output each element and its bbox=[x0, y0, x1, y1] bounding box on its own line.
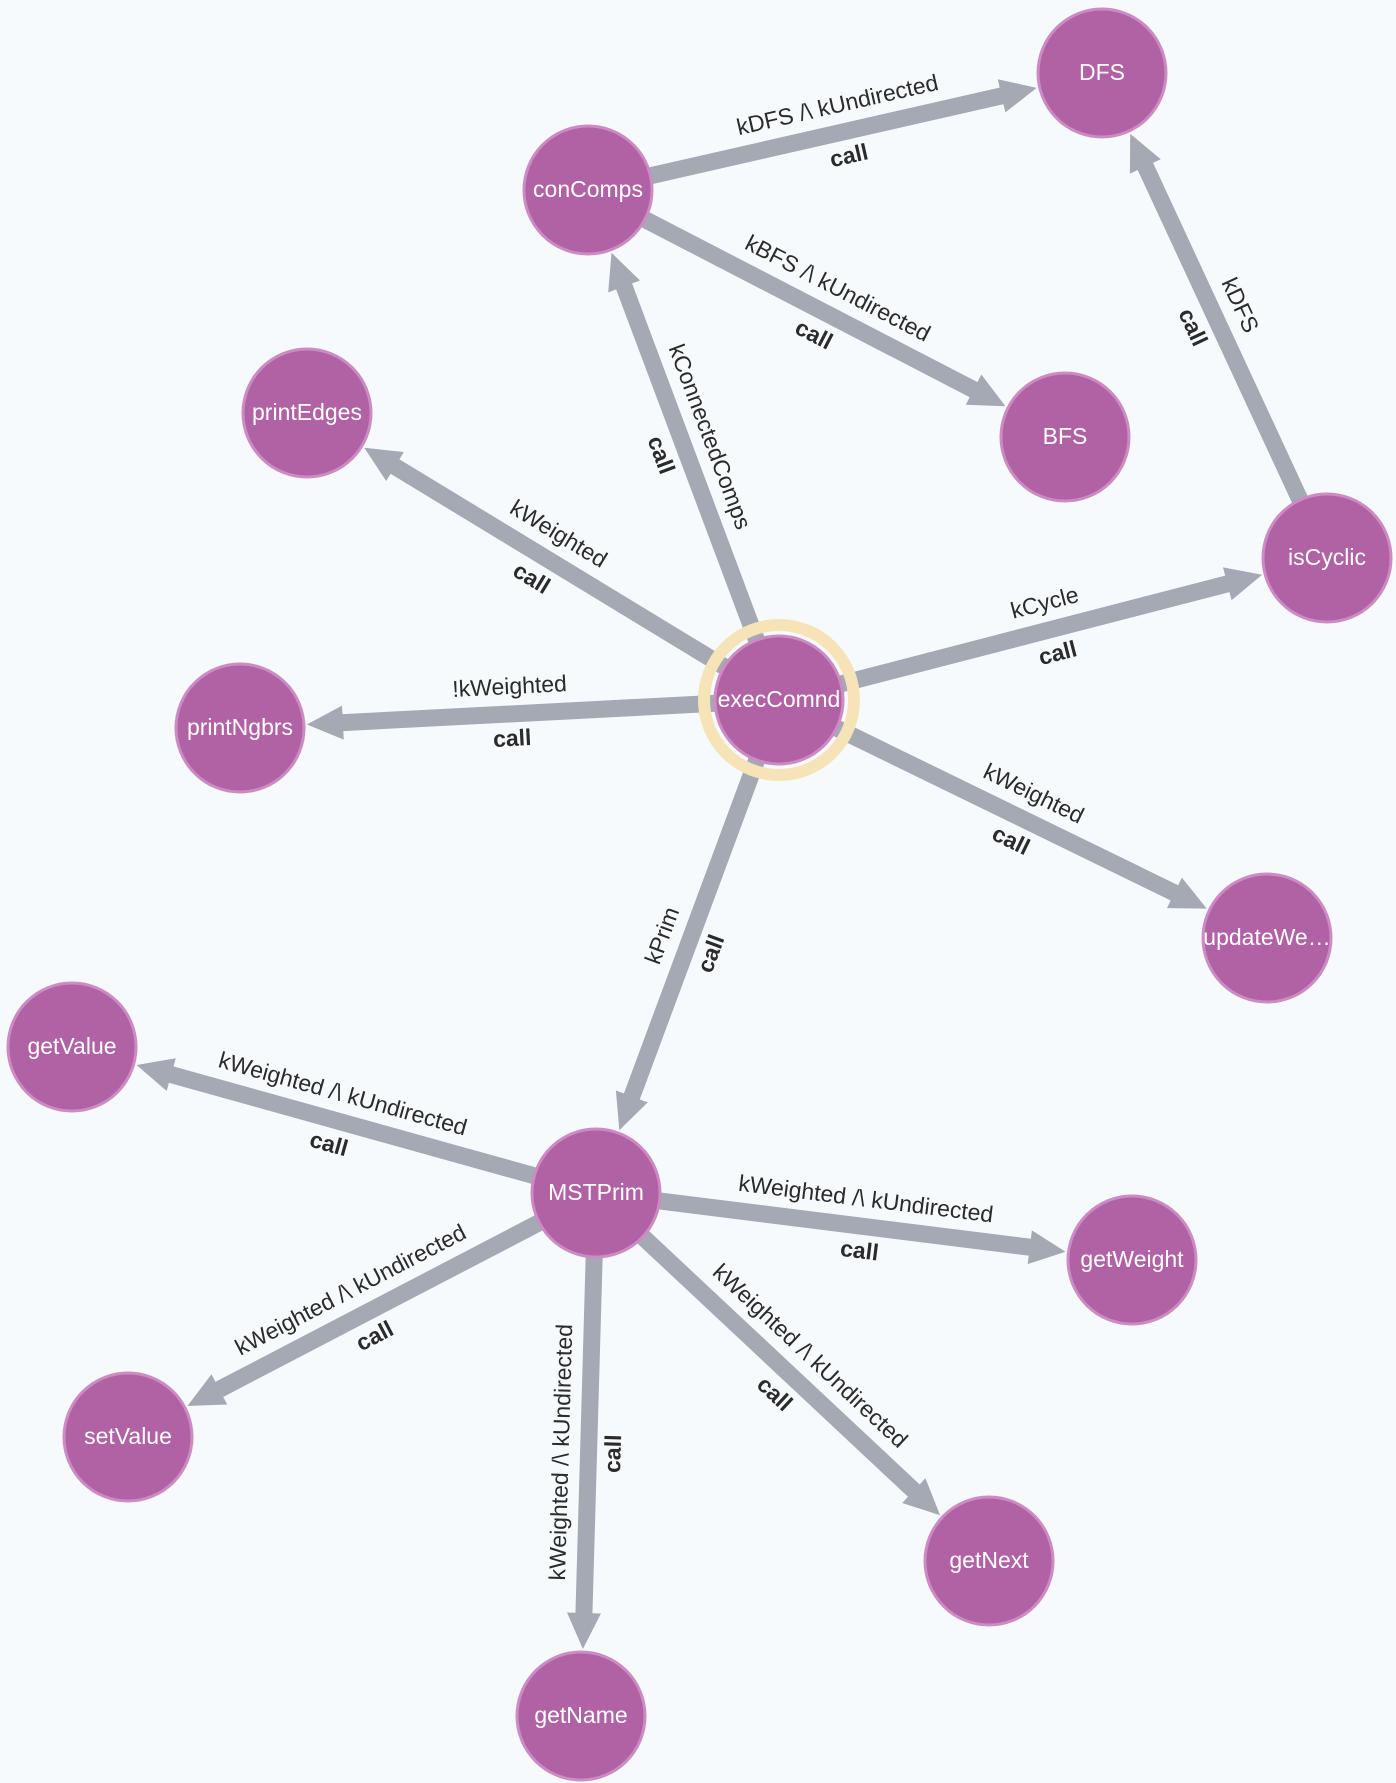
node-getnext-circle[interactable] bbox=[923, 1495, 1055, 1627]
edge-execcomnd-to-concomps-line[interactable] bbox=[615, 281, 765, 644]
node-printngbrs-circle[interactable] bbox=[174, 662, 306, 794]
edge-mstprim-to-getweight-type-label: call bbox=[839, 1235, 880, 1266]
edge-concomps-to-dfs-type-label: call bbox=[827, 138, 870, 172]
edge-mstprim-to-getweight-arrowhead bbox=[1027, 1230, 1066, 1265]
node-getvalue-circle[interactable] bbox=[6, 981, 138, 1113]
edge-execcomnd-to-printngbrs-line[interactable] bbox=[340, 694, 716, 732]
edge-execcomnd-to-updatewe-line[interactable] bbox=[832, 720, 1180, 902]
edge-iscyclic-to-dfs-arrowhead bbox=[1129, 133, 1161, 174]
edge-concomps-to-bfs-arrowhead bbox=[965, 374, 1006, 407]
node-printngbrs[interactable]: printNgbrs bbox=[174, 662, 306, 794]
node-bfs-circle[interactable] bbox=[999, 371, 1131, 503]
edge-mstprim-to-getvalue-line[interactable] bbox=[167, 1065, 537, 1185]
edge-iscyclic-to-dfs-line[interactable] bbox=[1136, 161, 1308, 504]
node-getvalue[interactable]: getValue bbox=[6, 981, 138, 1113]
edge-execcomnd-to-iscyclic-arrowhead bbox=[1223, 567, 1263, 601]
edge-mstprim-to-getweight-line[interactable] bbox=[658, 1192, 1033, 1256]
edge-mstprim-to-getname[interactable]: kWeighted /\ kUndirected call bbox=[544, 1256, 626, 1650]
edge-concomps-to-dfs-arrowhead bbox=[997, 79, 1037, 113]
node-bfs[interactable]: BFS bbox=[999, 371, 1131, 503]
edge-execcomnd-to-updatewe-arrowhead bbox=[1166, 877, 1207, 909]
node-updatewe[interactable]: updateWe… bbox=[1201, 872, 1333, 1004]
node-updatewe-circle[interactable] bbox=[1201, 872, 1333, 1004]
edge-concomps-to-dfs-line[interactable] bbox=[648, 87, 1006, 185]
node-execcomnd-circle[interactable] bbox=[713, 634, 845, 766]
node-execcomnd[interactable]: execComnd bbox=[698, 619, 860, 781]
node-printedges-circle[interactable] bbox=[241, 347, 373, 479]
edge-mstprim-to-getnext-condition-label: kWeighted /\ kUndirected bbox=[708, 1258, 913, 1452]
node-setvalue[interactable]: setValue bbox=[62, 1371, 194, 1503]
node-setvalue-circle[interactable] bbox=[62, 1371, 194, 1503]
node-getweight[interactable]: getWeight bbox=[1066, 1194, 1198, 1326]
edge-execcomnd-to-printngbrs-condition-label: !kWeighted bbox=[452, 670, 568, 702]
edge-execcomnd-to-printngbrs-arrowhead bbox=[306, 705, 344, 740]
node-dfs-circle[interactable] bbox=[1036, 7, 1168, 139]
node-getname-circle[interactable] bbox=[515, 1650, 647, 1782]
edge-mstprim-to-setvalue-condition-label: kWeighted /\ kUndirected bbox=[231, 1219, 471, 1361]
edge-execcomnd-to-mstprim-arrowhead bbox=[615, 1090, 648, 1131]
edge-mstprim-to-setvalue-arrowhead bbox=[187, 1374, 228, 1407]
node-getweight-circle[interactable] bbox=[1066, 1194, 1198, 1326]
edge-mstprim-to-getname-arrowhead bbox=[566, 1612, 601, 1650]
edge-mstprim-to-getname-condition-label: kWeighted /\ kUndirected bbox=[544, 1324, 577, 1581]
edge-mstprim-to-setvalue-line[interactable] bbox=[213, 1215, 544, 1398]
selected-node-halo bbox=[698, 619, 860, 781]
node-concomps[interactable]: conComps bbox=[522, 124, 654, 256]
edge-mstprim-to-getvalue-arrowhead bbox=[136, 1058, 176, 1092]
edge-execcomnd-to-iscyclic-line[interactable] bbox=[838, 575, 1232, 693]
edge-execcomnd-to-printngbrs[interactable]: !kWeighted call bbox=[306, 670, 716, 752]
node-getname[interactable]: getName bbox=[515, 1650, 647, 1782]
node-mstprim[interactable]: MSTPrim bbox=[530, 1127, 662, 1259]
edge-mstprim-to-getnext-arrowhead bbox=[902, 1478, 941, 1516]
edge-execcomnd-to-mstprim-line[interactable] bbox=[623, 757, 765, 1102]
node-iscyclic[interactable]: isCyclic bbox=[1261, 492, 1393, 624]
edge-mstprim-to-getname-type-label: call bbox=[599, 1434, 626, 1473]
edge-execcomnd-to-printedges-arrowhead bbox=[364, 447, 404, 482]
node-iscyclic-circle[interactable] bbox=[1261, 492, 1393, 624]
node-printedges[interactable]: printEdges bbox=[241, 347, 373, 479]
edge-execcomnd-to-printngbrs-type-label: call bbox=[492, 724, 532, 752]
edge-concomps-to-bfs-line[interactable] bbox=[640, 211, 980, 399]
edge-execcomnd-to-concomps-arrowhead bbox=[608, 252, 641, 293]
edge-execcomnd-to-printedges-line[interactable] bbox=[388, 458, 729, 675]
node-mstprim-circle[interactable] bbox=[530, 1127, 662, 1259]
node-concomps-circle[interactable] bbox=[522, 124, 654, 256]
node-dfs[interactable]: DFS bbox=[1036, 7, 1168, 139]
edge-mstprim-to-getname-line[interactable] bbox=[575, 1256, 603, 1616]
node-getnext[interactable]: getNext bbox=[923, 1495, 1055, 1627]
edge-mstprim-to-getnext-line[interactable] bbox=[636, 1230, 922, 1499]
